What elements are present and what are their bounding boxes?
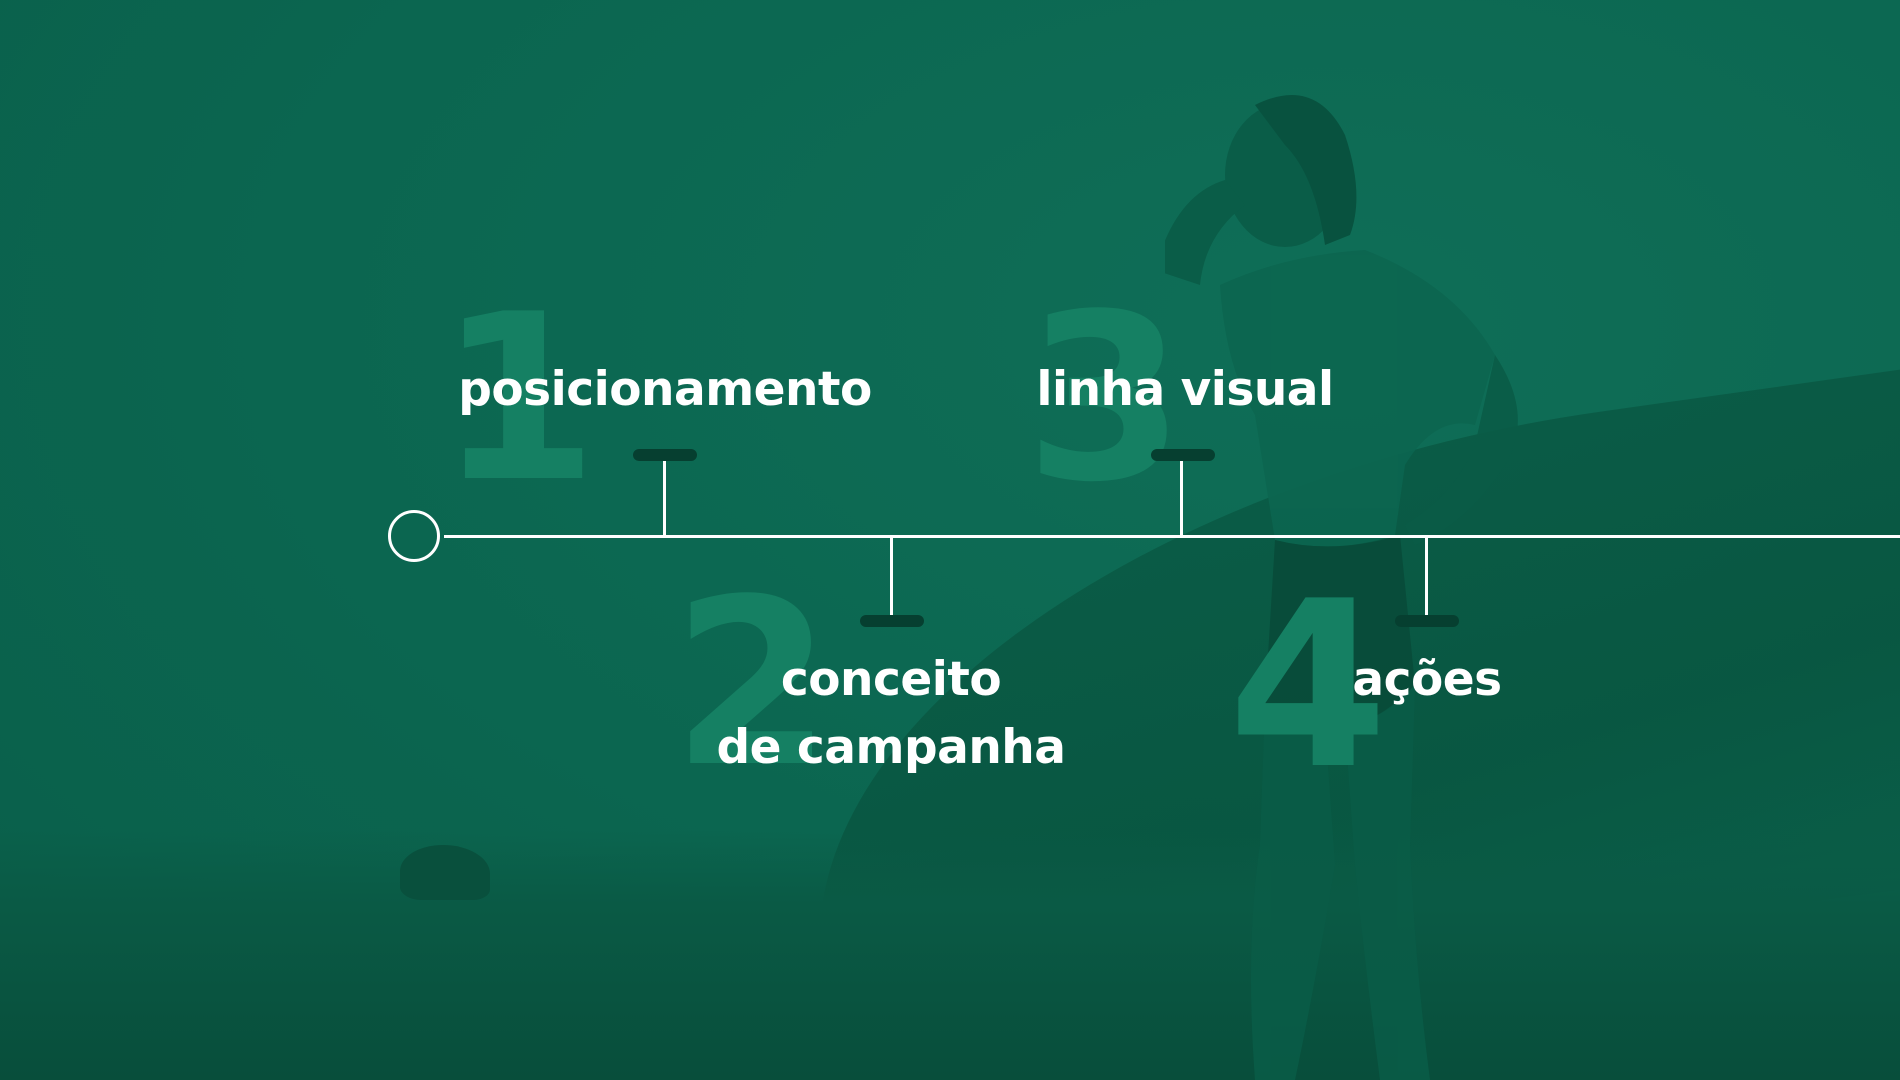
- timeline-axis: [444, 535, 1900, 538]
- background-person-silhouette: [1165, 95, 1518, 1080]
- step-number-4: 4: [1228, 553, 1388, 820]
- step-4-label-text: ações: [1352, 652, 1502, 707]
- step-3-marker: [1151, 449, 1215, 461]
- step-2-connector: [890, 537, 893, 619]
- step-number-1: 1: [438, 266, 598, 533]
- step-1-label: posicionamento: [420, 356, 910, 424]
- step-3-label: linha visual: [990, 356, 1380, 424]
- step-3-label-text: linha visual: [1036, 362, 1334, 417]
- background-grass: [0, 830, 1900, 1080]
- step-2-label: conceito de campanha: [666, 646, 1116, 782]
- step-4-label: ações: [1322, 646, 1532, 714]
- step-4-marker: [1395, 615, 1459, 627]
- timeline-start-node: [388, 510, 440, 562]
- step-1-marker: [633, 449, 697, 461]
- step-number-3: 3: [1025, 266, 1185, 533]
- step-2-marker: [860, 615, 924, 627]
- step-2-label-line1: conceito: [780, 652, 1002, 707]
- step-1-connector: [663, 455, 666, 537]
- step-4-connector: [1425, 537, 1428, 619]
- step-2-label-line2: de campanha: [716, 720, 1066, 775]
- step-1-label-text: posicionamento: [458, 362, 872, 417]
- step-3-connector: [1180, 455, 1183, 537]
- step-number-2: 2: [672, 551, 832, 818]
- background-rock: [400, 845, 490, 900]
